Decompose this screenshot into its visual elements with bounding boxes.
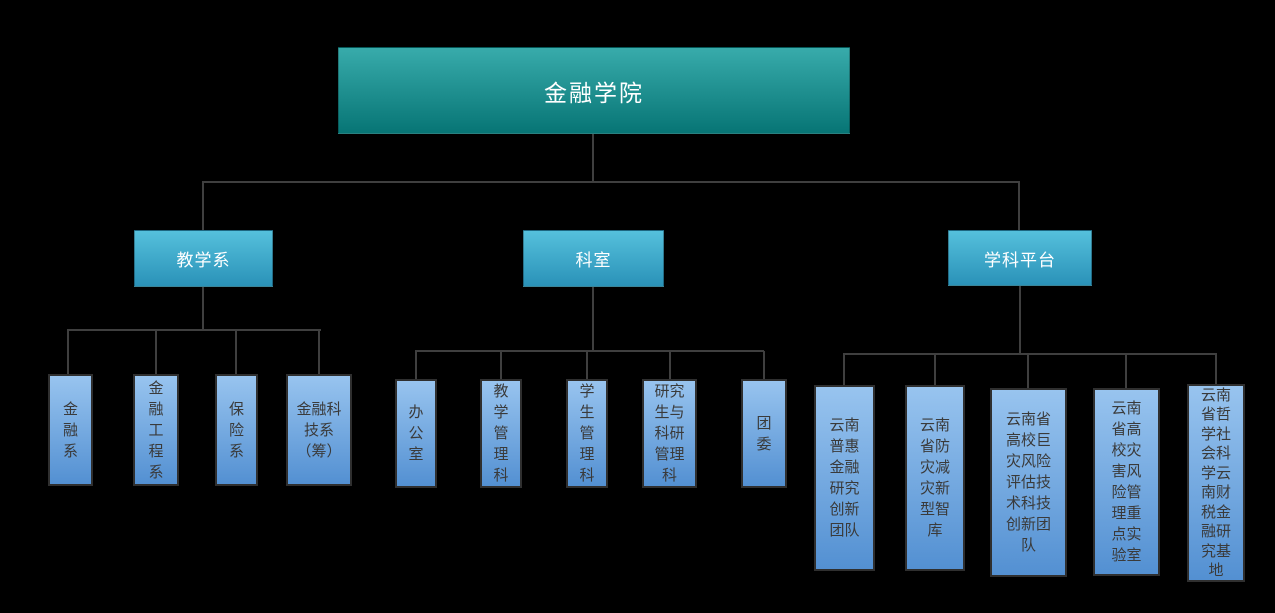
connector-line — [1018, 182, 1020, 230]
node-catastrophe-risk-assessment-team: 云南省 高校巨 灾风险 评估技 术科技 创新团 队 — [990, 388, 1067, 577]
connector-line — [500, 351, 502, 379]
connector-line — [586, 351, 588, 379]
connector-line — [67, 330, 69, 374]
node-label: 教 学 管 理 科 — [493, 382, 509, 484]
node-disaster-prevention-thinktank: 云南 省防 灾减 灾新 型智 库 — [905, 385, 965, 571]
node-label: 云南 省哲 学社 会科 学云 南财 税金 融研 究基 地 — [1200, 385, 1231, 580]
node-discipline-platforms: 学科平台 — [948, 230, 1092, 286]
node-label: 办 公 室 — [408, 403, 424, 463]
node-label: 云南 省高 校灾 害风 险管 理重 点实 验室 — [1111, 399, 1142, 564]
node-student-management-section: 学 生 管 理 科 — [566, 379, 608, 488]
node-label: 学科平台 — [984, 250, 1056, 271]
node-label: 金 融 系 — [62, 399, 78, 460]
connector-line — [202, 181, 1020, 183]
node-label: 云南 普惠 金融 研究 创新 团队 — [829, 416, 860, 539]
connector-line — [592, 287, 594, 351]
node-label: 保 险 系 — [228, 399, 244, 460]
node-insurance-dept: 保 险 系 — [215, 374, 258, 486]
node-general-office: 办 公 室 — [395, 379, 437, 488]
node-financial-engineering-dept: 金 融 工 程 系 — [133, 374, 179, 486]
node-label: 金融学院 — [544, 80, 644, 107]
connector-line — [1125, 354, 1127, 388]
connector-line — [934, 354, 936, 385]
node-finance-dept: 金 融 系 — [48, 374, 93, 486]
connector-line — [155, 330, 157, 374]
connector-line — [1215, 354, 1217, 384]
connector-line — [763, 351, 765, 379]
node-offices: 科室 — [523, 230, 664, 287]
connector-line — [669, 351, 671, 379]
node-label: 科室 — [575, 251, 612, 271]
connector-line — [202, 182, 204, 230]
connector-line — [1019, 286, 1021, 354]
connector-line — [1027, 354, 1029, 388]
node-inclusive-finance-innovation-team: 云南 普惠 金融 研究 创新 团队 — [814, 385, 875, 571]
node-label: 教学系 — [176, 251, 231, 271]
node-fintech-dept: 金融科 技系 （筹） — [286, 374, 352, 486]
node-disaster-risk-management-lab: 云南 省高 校灾 害风 险管 理重 点实 验室 — [1093, 388, 1160, 576]
connector-line — [415, 351, 417, 379]
node-teaching-depts: 教学系 — [134, 230, 273, 287]
connector-line — [202, 287, 204, 330]
node-finance-school: 金融学院 — [338, 47, 850, 134]
connector-line — [235, 330, 237, 374]
connector-line — [318, 330, 320, 374]
connector-line — [415, 350, 764, 352]
connector-line — [843, 354, 845, 385]
node-teaching-management-section: 教 学 管 理 科 — [480, 379, 522, 488]
connector-line — [843, 353, 1217, 355]
node-label: 团 委 — [756, 413, 772, 453]
connector-line — [592, 134, 594, 182]
node-label: 学 生 管 理 科 — [579, 382, 595, 484]
node-label: 云南省 高校巨 灾风险 评估技 术科技 创新团 队 — [1005, 410, 1051, 554]
node-fiscal-finance-research-base: 云南 省哲 学社 会科 学云 南财 税金 融研 究基 地 — [1187, 384, 1245, 582]
node-label: 研究 生与 科研 管理 科 — [654, 382, 685, 484]
node-label: 云南 省防 灾减 灾新 型智 库 — [919, 416, 950, 539]
node-label: 金融科 技系 （筹） — [296, 399, 342, 460]
node-youth-league-committee: 团 委 — [741, 379, 787, 488]
node-label: 金 融 工 程 系 — [148, 378, 164, 481]
connector-line — [67, 329, 321, 331]
node-graduate-research-section: 研究 生与 科研 管理 科 — [642, 379, 697, 488]
